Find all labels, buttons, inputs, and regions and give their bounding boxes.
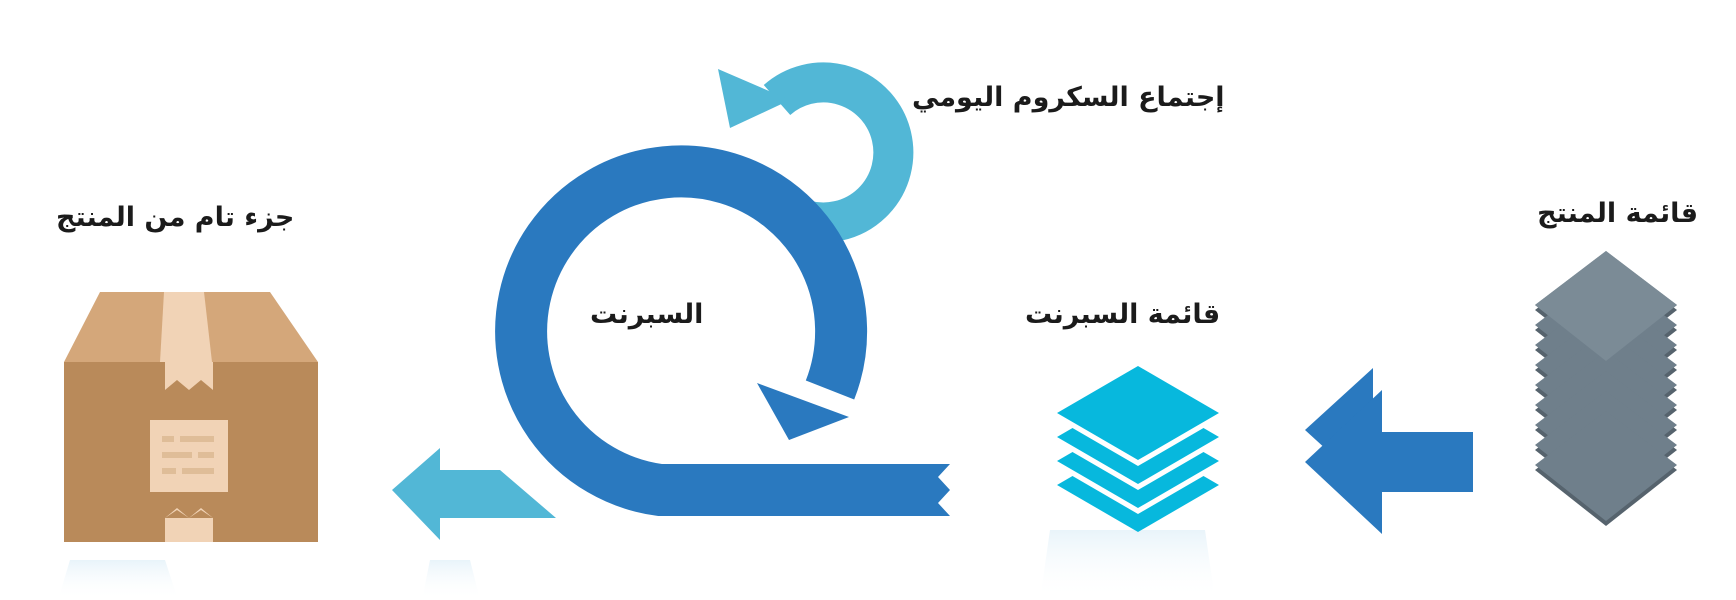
sprint-cycle-icon — [495, 145, 960, 516]
sprint-backlog-layers-icon — [1057, 366, 1219, 532]
increment-arrow-icon — [392, 448, 556, 540]
floor-reflections — [58, 530, 1215, 600]
daily-scrum-label: إجتماع السكروم اليومي — [912, 82, 1225, 113]
increment-label: جزء تام من المنتج — [56, 202, 295, 233]
product-box-icon — [64, 292, 318, 542]
product-backlog-label: قائمة المنتج — [1537, 198, 1698, 229]
sprint-backlog-label: قائمة السبرنت — [1025, 299, 1221, 330]
daily-scrum-cycle-icon — [718, 62, 914, 243]
product-backlog-stack-icon — [1535, 251, 1677, 526]
sprint-label: السبرنت — [590, 299, 704, 330]
arrow-left-icon — [1305, 368, 1473, 534]
